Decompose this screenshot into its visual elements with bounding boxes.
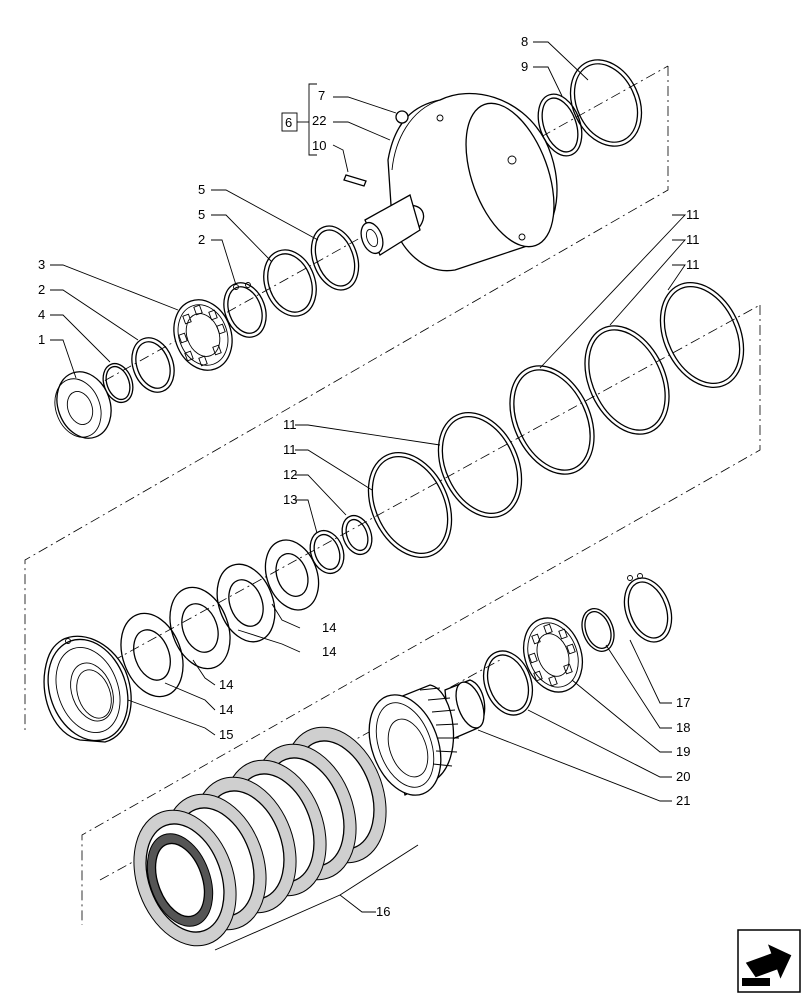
callout-8: 9 — [521, 59, 528, 74]
callout-14-c: 14 — [219, 677, 233, 692]
snap-ring-part-5-a — [310, 225, 360, 291]
group-box-6: 6 — [285, 115, 292, 130]
callout-20: 20 — [676, 769, 690, 784]
bearing-part-3 — [173, 299, 233, 371]
piston-part-15 — [43, 635, 132, 743]
piston-ring-part-11-b — [584, 325, 670, 435]
callout-2-a: 2 — [198, 232, 205, 247]
pin-part-10 — [343, 174, 367, 187]
piston-ring-part-11-a — [659, 281, 745, 389]
callout-14-b: 14 — [322, 644, 336, 659]
callout-2-b: 2 — [38, 282, 45, 297]
seal-part-1 — [54, 371, 112, 439]
callout-5-b: 5 — [198, 207, 205, 222]
ball-part-7 — [395, 110, 409, 124]
washer-part-14-c — [169, 586, 231, 670]
circlip-part-17 — [623, 573, 673, 643]
ring-part-20 — [482, 650, 534, 716]
next-page-arrow-icon[interactable] — [737, 929, 801, 993]
callout-7: 7 — [318, 88, 325, 103]
callout-15: 15 — [219, 727, 233, 742]
washer-part-14-a — [264, 539, 320, 611]
callout-14-d: 14 — [219, 702, 233, 717]
hub-part-21 — [368, 679, 486, 796]
callout-22: 22 — [312, 113, 326, 128]
callout-9: 8 — [521, 34, 528, 49]
callout-12: 12 — [283, 467, 297, 482]
callout-11-d: 11 — [283, 417, 297, 432]
callout-11-c: 11 — [686, 257, 700, 272]
callout-11-e: 11 — [283, 442, 297, 457]
snap-ring-part-18 — [581, 608, 615, 652]
callout-5-a: 5 — [198, 182, 205, 197]
ring-part-12 — [341, 514, 373, 556]
circlip-part-2-b — [131, 337, 175, 393]
washer-part-14-d — [120, 612, 184, 698]
leader-lines — [50, 41, 687, 951]
washer-part-14-b — [216, 563, 276, 643]
ring-part-8 — [537, 93, 583, 157]
clutch-pack-part-16 — [133, 726, 387, 947]
piston-ring-part-11-e — [367, 451, 453, 559]
snap-ring-part-5-b — [263, 249, 317, 317]
bearing-part-19 — [523, 617, 583, 693]
callout-3: 3 — [38, 257, 45, 272]
callout-19: 19 — [676, 744, 690, 759]
callout-4: 4 — [38, 307, 45, 322]
callout-21: 21 — [676, 793, 690, 808]
piston-ring-part-11-c — [509, 365, 595, 475]
ring-part-9 — [569, 59, 643, 147]
callout-11-b: 11 — [686, 232, 700, 247]
housing-part-22 — [360, 92, 558, 272]
callout-10: 10 — [312, 138, 326, 153]
piston-ring-part-11-d — [437, 411, 523, 519]
callout-11-a: 11 — [686, 207, 700, 222]
callout-14-a: 14 — [322, 620, 336, 635]
callout-13: 13 — [283, 492, 297, 507]
callout-labels: 8 9 7 22 10 6 5 5 2 3 2 4 1 11 11 11 11 … — [38, 34, 700, 919]
callout-17: 17 — [676, 695, 690, 710]
group-bracket — [281, 83, 317, 156]
callout-16: 16 — [376, 904, 390, 919]
callout-18: 18 — [676, 720, 690, 735]
callout-1: 1 — [38, 332, 45, 347]
